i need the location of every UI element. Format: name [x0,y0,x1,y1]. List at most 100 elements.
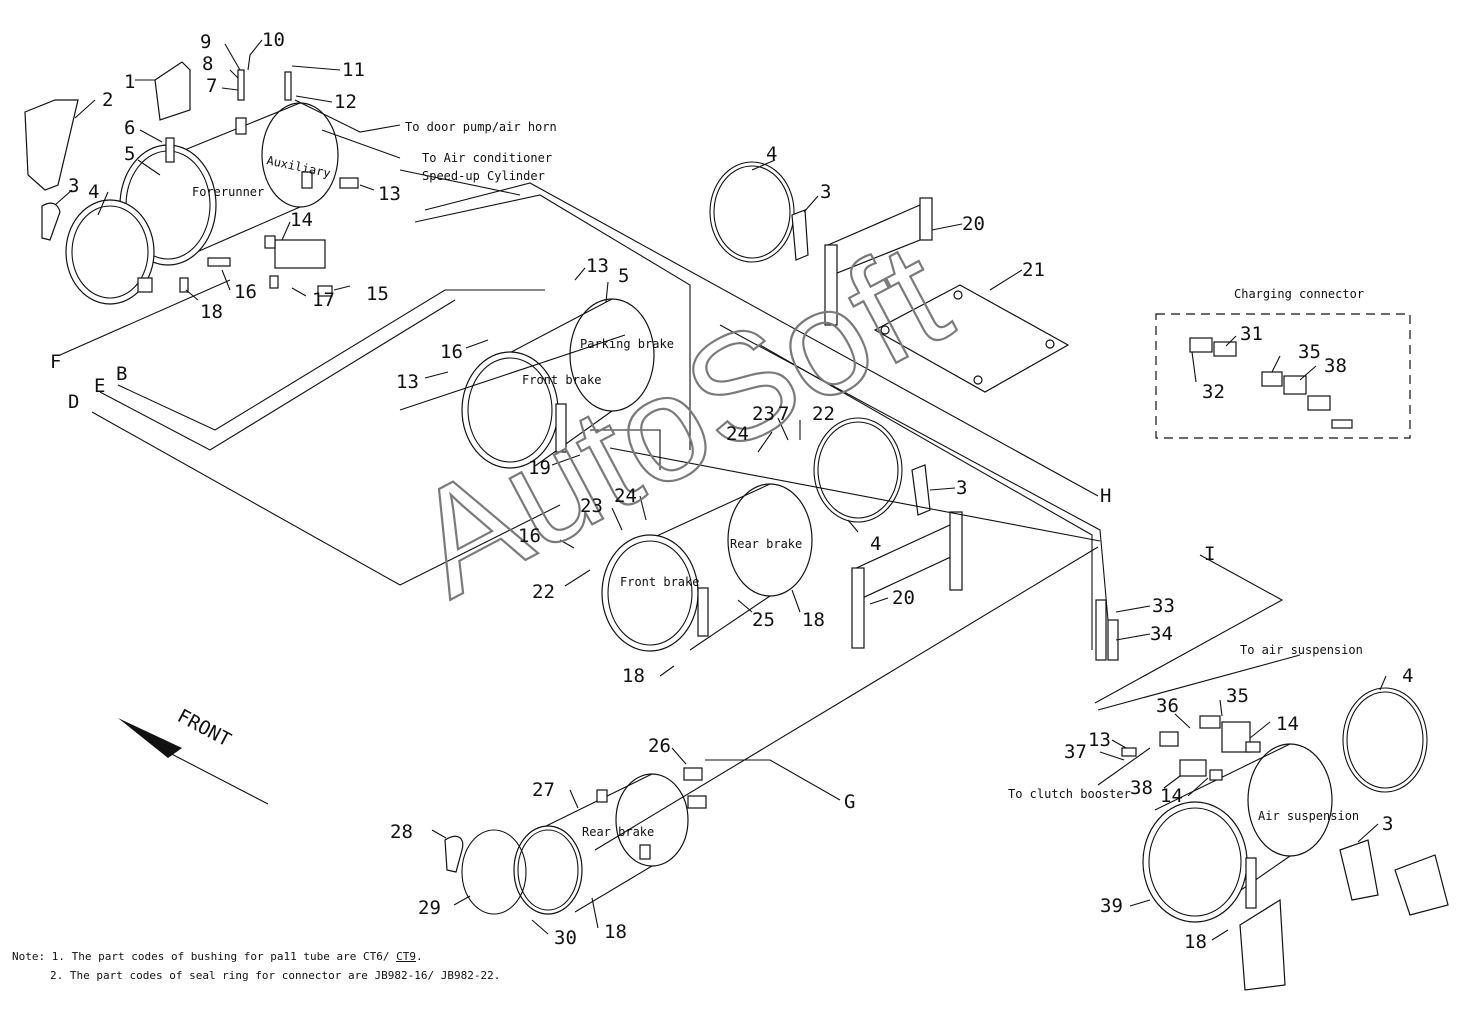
air-suspension-tank [1142,743,1333,923]
callout-4: 4 [88,181,99,203]
callout-39: 39 [1100,895,1123,917]
caption-air-suspension: Air suspension [1258,809,1359,823]
callout-5: 5 [124,143,135,165]
bracket-20b [851,511,963,649]
callout-14a: 14 [290,209,313,231]
note-line-1-suffix: . [415,950,423,963]
rear-front-brake-tank [601,483,813,652]
callout-5b: 5 [618,265,629,287]
callout-10: 10 [262,29,285,51]
callout-14b: 14 [1276,713,1299,735]
front-direction-arrow [118,718,269,805]
callout-36: 36 [1156,695,1179,717]
caption-to-air-suspension: To air suspension [1240,643,1363,657]
callout-24b: 24 [614,485,637,507]
callout-25: 25 [752,609,775,631]
route-letter-e: E [94,375,105,397]
route-letter-b: B [116,363,127,385]
caption-front-brake-1: Front brake [522,373,601,387]
callout-18d: 18 [1184,931,1207,953]
charging-connector-box [1155,313,1411,439]
callout-37: 37 [1064,741,1087,763]
note-line-2: 2. The part codes of seal ring for conne… [50,969,501,982]
strap-28 [444,835,464,873]
bracket-3d [1339,839,1379,901]
callout-18a: 18 [200,301,223,323]
callout-3c: 3 [956,477,967,499]
fittings-group-1 [165,69,359,297]
callout-7b: 7 [778,403,789,425]
callout-38a: 38 [1324,355,1347,377]
callout-8: 8 [202,53,213,75]
callout-20a: 20 [962,213,985,235]
callout-12: 12 [334,91,357,113]
callout-23a: 23 [752,403,775,425]
bracket-far-right [1394,854,1449,916]
caption-air-conditioner: To Air conditioner [422,151,552,165]
callout-22a: 22 [812,403,835,425]
caption-front-arrow: FRONT [174,705,235,751]
bracket-3b [791,209,809,261]
callout-32: 32 [1202,381,1225,403]
caption-charging-connector: Charging connector [1234,287,1364,301]
fittings-right [1095,599,1261,781]
callout-6: 6 [124,117,135,139]
callout-2: 2 [102,89,113,111]
callout-31: 31 [1240,323,1263,345]
callout-38b: 38 [1130,777,1153,799]
callout-4b: 4 [766,143,777,165]
callout-18e: 18 [604,921,627,943]
bracket-right-bottom [1239,898,1286,991]
charging-connector-parts [1189,337,1353,429]
route-letter-h: H [1100,485,1111,507]
callout-22b: 22 [532,581,555,603]
route-letter-g: G [844,791,855,813]
route-letter-i: I [1204,543,1215,565]
route-letter-d: D [68,391,79,413]
callout-4c: 4 [870,533,881,555]
bracket-20a [824,197,933,326]
callout-9: 9 [200,31,211,53]
callout-13b: 13 [586,255,609,277]
callout-20b: 20 [892,587,915,609]
bracket-1 [154,61,191,121]
strap-4b [709,161,795,263]
rear-brake-bottom-tank [513,773,689,915]
callout-11: 11 [342,59,365,81]
callout-3: 3 [68,175,79,197]
callout-28: 28 [390,821,413,843]
callout-33: 33 [1152,595,1175,617]
callout-3d: 3 [1382,813,1393,835]
caption-forerunner: Forerunner [192,185,264,199]
parking-front-brake-tank [461,298,655,469]
callout-16c: 16 [518,525,541,547]
caption-rear-brake-2: Rear brake [582,825,654,839]
caption-rear-brake-1: Rear brake [730,537,802,551]
callout-18c: 18 [622,665,645,687]
callout-21: 21 [1022,259,1045,281]
callout-16b: 16 [440,341,463,363]
callout-24a: 24 [726,423,749,445]
leader-lines [54,39,1387,941]
plate-21 [873,284,1070,393]
caption-door-pump: To door pump/air horn [405,120,557,134]
callout-16a: 16 [234,281,257,303]
caption-to-clutch-booster: To clutch booster [1008,787,1131,801]
callout-35b: 35 [1226,685,1249,707]
callout-27: 27 [532,779,555,801]
caption-front-brake-2: Front brake [620,575,699,589]
route-letter-f: F [50,351,61,373]
note-line-1: Note: 1. The part codes of bushing for p… [12,950,423,963]
strap-3a [41,202,61,241]
callout-3b: 3 [820,181,831,203]
callout-26: 26 [648,735,671,757]
callout-29: 29 [418,897,441,919]
callout-4d: 4 [1402,665,1413,687]
callout-19: 19 [528,457,551,479]
strap-4d [1342,687,1428,793]
callout-30: 30 [554,927,577,949]
caption-parking-brake: Parking brake [580,337,674,351]
callout-35a: 35 [1298,341,1321,363]
